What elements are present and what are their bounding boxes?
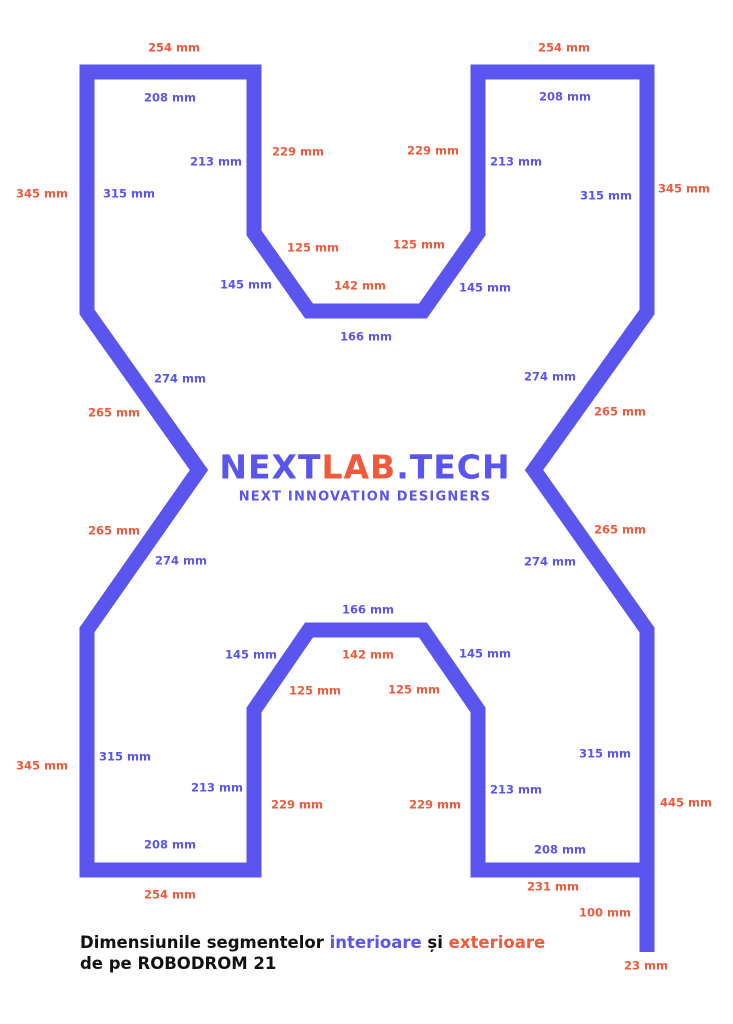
dimension-label-exterior: 345 mm bbox=[16, 758, 68, 773]
dimension-label-interior: 274 mm bbox=[524, 554, 576, 569]
dimension-label-interior: 315 mm bbox=[580, 188, 632, 203]
dimension-label-exterior: 229 mm bbox=[409, 797, 461, 812]
brand-tagline: NEXT INNOVATION DESIGNERS bbox=[238, 489, 492, 505]
dimension-label-interior: 145 mm bbox=[459, 280, 511, 295]
dimension-label-interior: 315 mm bbox=[103, 186, 155, 201]
dimension-label-interior: 213 mm bbox=[490, 782, 542, 797]
dimension-label-exterior: 254 mm bbox=[148, 40, 200, 55]
dimension-label-exterior: 345 mm bbox=[16, 186, 68, 201]
dimension-label-exterior: 345 mm bbox=[658, 181, 710, 196]
dimension-label-interior: 213 mm bbox=[490, 154, 542, 169]
dimension-label-exterior: 265 mm bbox=[88, 405, 140, 420]
dimension-label-exterior: 229 mm bbox=[272, 144, 324, 159]
dimension-label-interior: 315 mm bbox=[99, 749, 151, 764]
dimension-label-exterior: 265 mm bbox=[594, 404, 646, 419]
dimension-label-interior: 213 mm bbox=[191, 780, 243, 795]
dimension-label-interior: 166 mm bbox=[342, 602, 394, 617]
dimension-label-exterior: 254 mm bbox=[144, 887, 196, 902]
caption-prefix: Dimensiunile segmentelor bbox=[80, 933, 330, 952]
dimension-label-interior: 145 mm bbox=[225, 647, 277, 662]
dimension-label-exterior: 125 mm bbox=[388, 682, 440, 697]
diagram-caption: Dimensiunile segmentelor interioare și e… bbox=[80, 932, 545, 974]
dimension-label-interior: 213 mm bbox=[190, 154, 242, 169]
dimension-label-exterior: 142 mm bbox=[342, 647, 394, 662]
caption-exterior: exterioare bbox=[448, 933, 546, 952]
dimension-label-interior: 208 mm bbox=[534, 842, 586, 857]
caption-interior: interioare bbox=[329, 933, 422, 952]
dimension-label-interior: 274 mm bbox=[154, 371, 206, 386]
dimension-label-interior: 208 mm bbox=[144, 837, 196, 852]
caption-connector: și bbox=[421, 933, 449, 952]
dimension-label-exterior: 142 mm bbox=[334, 278, 386, 293]
dimension-label-interior: 274 mm bbox=[155, 553, 207, 568]
dimension-label-exterior: 229 mm bbox=[271, 797, 323, 812]
dimension-label-exterior: 100 mm bbox=[579, 905, 631, 920]
dimension-label-interior: 145 mm bbox=[459, 646, 511, 661]
dimension-label-exterior: 254 mm bbox=[538, 40, 590, 55]
logo-lab: LAB bbox=[321, 447, 397, 487]
caption-line2: de pe ROBODROM 21 bbox=[80, 954, 277, 973]
dimension-label-exterior: 23 mm bbox=[624, 958, 668, 973]
dimension-label-interior: 208 mm bbox=[144, 90, 196, 105]
brand-logo: NEXTLAB.TECH bbox=[219, 448, 510, 487]
dimension-label-exterior: 445 mm bbox=[660, 795, 712, 810]
dimension-label-exterior: 125 mm bbox=[393, 237, 445, 252]
dimension-label-exterior: 265 mm bbox=[594, 522, 646, 537]
dimension-label-exterior: 125 mm bbox=[287, 240, 339, 255]
dimension-label-interior: 315 mm bbox=[579, 746, 631, 761]
dimension-label-exterior: 229 mm bbox=[407, 143, 459, 158]
logo-tech: .TECH bbox=[396, 447, 511, 487]
dimension-label-exterior: 231 mm bbox=[527, 879, 579, 894]
dimension-label-interior: 208 mm bbox=[539, 89, 591, 104]
dimension-label-interior: 274 mm bbox=[524, 369, 576, 384]
dimension-label-exterior: 265 mm bbox=[88, 523, 140, 538]
dimension-label-interior: 145 mm bbox=[220, 277, 272, 292]
dimension-label-exterior: 125 mm bbox=[289, 683, 341, 698]
logo-next: NEXT bbox=[219, 447, 322, 487]
dimension-label-interior: 166 mm bbox=[340, 329, 392, 344]
